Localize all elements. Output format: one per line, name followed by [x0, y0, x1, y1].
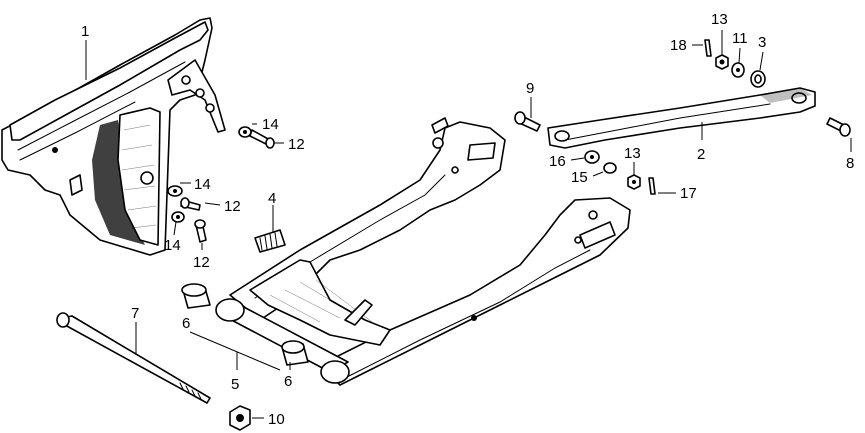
- callout-18: 18: [670, 37, 687, 54]
- nut-13-upper: [715, 54, 729, 70]
- brake-torque-link: [547, 87, 816, 149]
- callout-16: 16: [549, 153, 566, 170]
- callout-13-lower: 13: [624, 145, 641, 162]
- callout-12-upper: 12: [288, 136, 305, 153]
- swing-arm: [215, 117, 631, 386]
- callout-14-upper: 14: [262, 116, 279, 133]
- callout-11: 11: [732, 30, 748, 47]
- callout-13-upper: 13: [711, 11, 728, 28]
- washer-16: [584, 150, 600, 164]
- callout-6-upper: 6: [182, 315, 190, 332]
- torque-link-bolt-8: [826, 117, 851, 137]
- callout-6-lower: 6: [284, 373, 292, 390]
- callout-numbers: 1 2 3 4 5 6 6 7 8 9 10 11 12 12 12 13 13…: [81, 11, 854, 428]
- callout-14-middle: 14: [194, 176, 211, 193]
- washer-3: [750, 70, 766, 88]
- chain-adjuster-spring: [254, 229, 286, 253]
- cotter-pin-17: [648, 177, 656, 195]
- callout-7: 7: [131, 305, 139, 322]
- washer-14-lower: [171, 211, 185, 223]
- bolt-12-middle: [180, 197, 201, 211]
- callout-12-lower: 12: [193, 254, 210, 271]
- callout-15: 15: [571, 169, 588, 186]
- washer-14-upper: [238, 126, 252, 138]
- washer-11: [731, 62, 745, 78]
- washer-14-middle: [167, 185, 183, 197]
- callout-14-lower: 14: [164, 237, 181, 254]
- pivot-collar-lower: [281, 340, 309, 366]
- pivot-nut: [229, 405, 251, 431]
- callout-5: 5: [231, 376, 239, 393]
- callout-3: 3: [758, 34, 766, 51]
- washer-15: [603, 162, 617, 174]
- torque-link-bolt-9: [514, 111, 541, 132]
- pivot-bolt: [56, 312, 211, 404]
- callout-2: 2: [697, 146, 705, 163]
- leader-lines: [85, 30, 852, 419]
- nut-13-lower: [627, 174, 641, 190]
- callout-9: 9: [526, 80, 534, 97]
- callout-8: 8: [846, 155, 854, 172]
- callout-4: 4: [268, 190, 276, 207]
- callout-17: 17: [680, 185, 697, 202]
- chain-case: [1, 17, 226, 256]
- callout-1: 1: [81, 23, 89, 40]
- pivot-collar-upper: [181, 283, 211, 309]
- callout-12-middle: 12: [224, 198, 241, 215]
- callout-10: 10: [268, 411, 285, 428]
- cotter-pin-18: [704, 39, 712, 57]
- bolt-12-lower: [194, 219, 207, 243]
